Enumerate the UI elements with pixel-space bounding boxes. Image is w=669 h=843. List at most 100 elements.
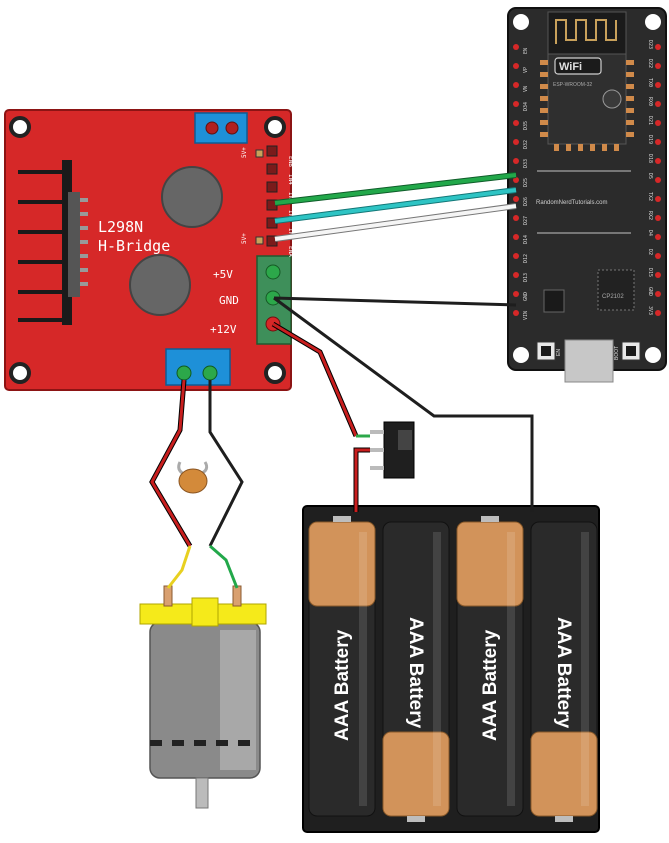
esp-pin-label: D2 <box>647 249 653 255</box>
battery-cell: AAA Battery <box>456 516 524 817</box>
signal-wires <box>273 172 517 307</box>
voltage-regulator <box>543 289 565 313</box>
esp-pin-label: TX2 <box>647 192 653 201</box>
esp-pin-hole <box>513 139 519 145</box>
header-pin-in3: IN3 <box>287 192 294 203</box>
esp-pin-hole <box>513 120 519 126</box>
esp-pin-hole <box>513 63 519 69</box>
esp-mounting-hole <box>645 14 661 30</box>
esp-pin-hole <box>655 139 661 145</box>
esp-pin-label: VN <box>523 86 529 92</box>
esp-mounting-hole <box>645 347 661 363</box>
esp-pin-label: D18 <box>647 154 653 163</box>
esp-pin-label: D13 <box>523 273 529 282</box>
esp-pin-hole <box>513 101 519 107</box>
en-button-cap <box>541 346 551 356</box>
wire-battery-gnd <box>273 296 534 512</box>
battery-label: AAA Battery <box>480 629 501 741</box>
header-pin-in1: IN1 <box>287 228 294 239</box>
esp-pin-label: D22 <box>647 59 653 68</box>
esp-mounting-hole <box>513 14 529 30</box>
battery-cell: AAA Battery <box>382 521 450 822</box>
esp-pin-label: D23 <box>647 40 653 49</box>
battery-cells: AAA Battery AAA Battery AAA Battery AAA Bat… <box>308 516 598 822</box>
esp-pin-hole <box>513 272 519 278</box>
motor-b-terminal <box>194 112 248 144</box>
esp-pin-label: TX0 <box>647 78 653 87</box>
esp-pin-hole <box>513 196 519 202</box>
boot-button-label: BOOT <box>614 346 620 360</box>
wire-in2-white <box>274 204 517 241</box>
battery-label: AAA Battery <box>405 617 426 729</box>
battery-pack: AAA Battery AAA Battery AAA Battery AAA Bat… <box>302 505 600 833</box>
wire-motor-red <box>150 379 192 547</box>
wifi-logo-text: WiFi <box>559 61 582 73</box>
esp-pin-hole <box>655 291 661 297</box>
esp-pin-hole <box>513 234 519 240</box>
esp-pin-label: D4 <box>647 230 653 236</box>
esp-pin-label: VIN <box>523 311 529 320</box>
esp-pin-hole <box>513 215 519 221</box>
esp-pin-hole <box>655 177 661 183</box>
usb-connector <box>564 339 614 383</box>
pin-5v-label: +5V <box>213 268 233 281</box>
capacitor <box>129 254 191 316</box>
esp-pin-label: D26 <box>523 197 529 206</box>
header-pin-ena: ENA <box>287 246 294 257</box>
usb-chip-label: CP2102 <box>602 294 624 300</box>
driver-subtitle: H-Bridge <box>98 237 170 255</box>
esp-pin-label: RX0 <box>647 97 653 106</box>
esp-pin-hole <box>655 253 661 259</box>
power-switch[interactable] <box>370 421 415 479</box>
mounting-hole <box>9 362 31 384</box>
mounting-hole <box>264 362 286 384</box>
dc-motor <box>139 585 267 809</box>
esp-pin-hole <box>655 120 661 126</box>
mounting-hole <box>9 116 31 138</box>
esp-pin-label: D19 <box>647 135 653 144</box>
pin-12v-label: +12V <box>210 323 237 336</box>
battery-cell: AAA Battery <box>530 521 598 822</box>
esp-pin-label: GND <box>647 287 653 296</box>
esp32-board: ENVPVND34D35D32D33D25D26D27D14D12D13GNDV… <box>507 7 667 383</box>
motor-a-terminal <box>165 348 231 386</box>
esp-pin-label: D21 <box>647 116 653 125</box>
esp-pin-hole <box>655 158 661 164</box>
esp-pin-hole <box>513 82 519 88</box>
esp-pin-hole <box>513 291 519 297</box>
motor-tab-left <box>163 585 173 607</box>
esp-pin-hole <box>513 177 519 183</box>
driver-header: 5V+ 5V+ ENB IN4 IN3 IN2 IN1 ENA <box>241 145 294 257</box>
esp-pin-label: D14 <box>523 235 529 244</box>
header-label-5v-bottom: 5V+ <box>241 233 248 244</box>
esp-pin-label: VP <box>523 67 529 73</box>
esp-pin-label: D12 <box>523 254 529 263</box>
power-wires <box>271 296 534 512</box>
en-button-label: EN <box>556 349 562 356</box>
header-pin-in2: IN2 <box>287 210 294 221</box>
battery-label: AAA Battery <box>332 629 353 741</box>
site-label: RandomNerdTutorials.com <box>536 200 607 206</box>
esp-left-header <box>513 44 519 316</box>
capacitor <box>161 166 223 228</box>
esp-pin-label: D32 <box>523 140 529 149</box>
wire-12v-to-switch <box>272 322 358 437</box>
heatsink <box>18 160 88 325</box>
esp-pin-hole <box>655 101 661 107</box>
motor-tab-right <box>232 585 242 607</box>
esp-pin-hole <box>655 215 661 221</box>
esp-mounting-hole <box>513 347 529 363</box>
ceramic-capacitor <box>177 461 209 494</box>
driver-title: L298N <box>98 218 143 236</box>
antenna-trace <box>555 19 617 44</box>
esp-pin-label: D27 <box>523 216 529 225</box>
esp-pin-label: GND <box>523 292 529 301</box>
esp-pin-hole <box>513 310 519 316</box>
esp-pin-label: D34 <box>523 102 529 111</box>
esp-pin-hole <box>655 44 661 50</box>
esp-pin-label: D35 <box>523 121 529 130</box>
esp-pin-label: RX2 <box>647 211 653 220</box>
esp-pin-hole <box>655 272 661 278</box>
wroom-module: WiFi ESP-WROOM-32 <box>540 11 634 151</box>
